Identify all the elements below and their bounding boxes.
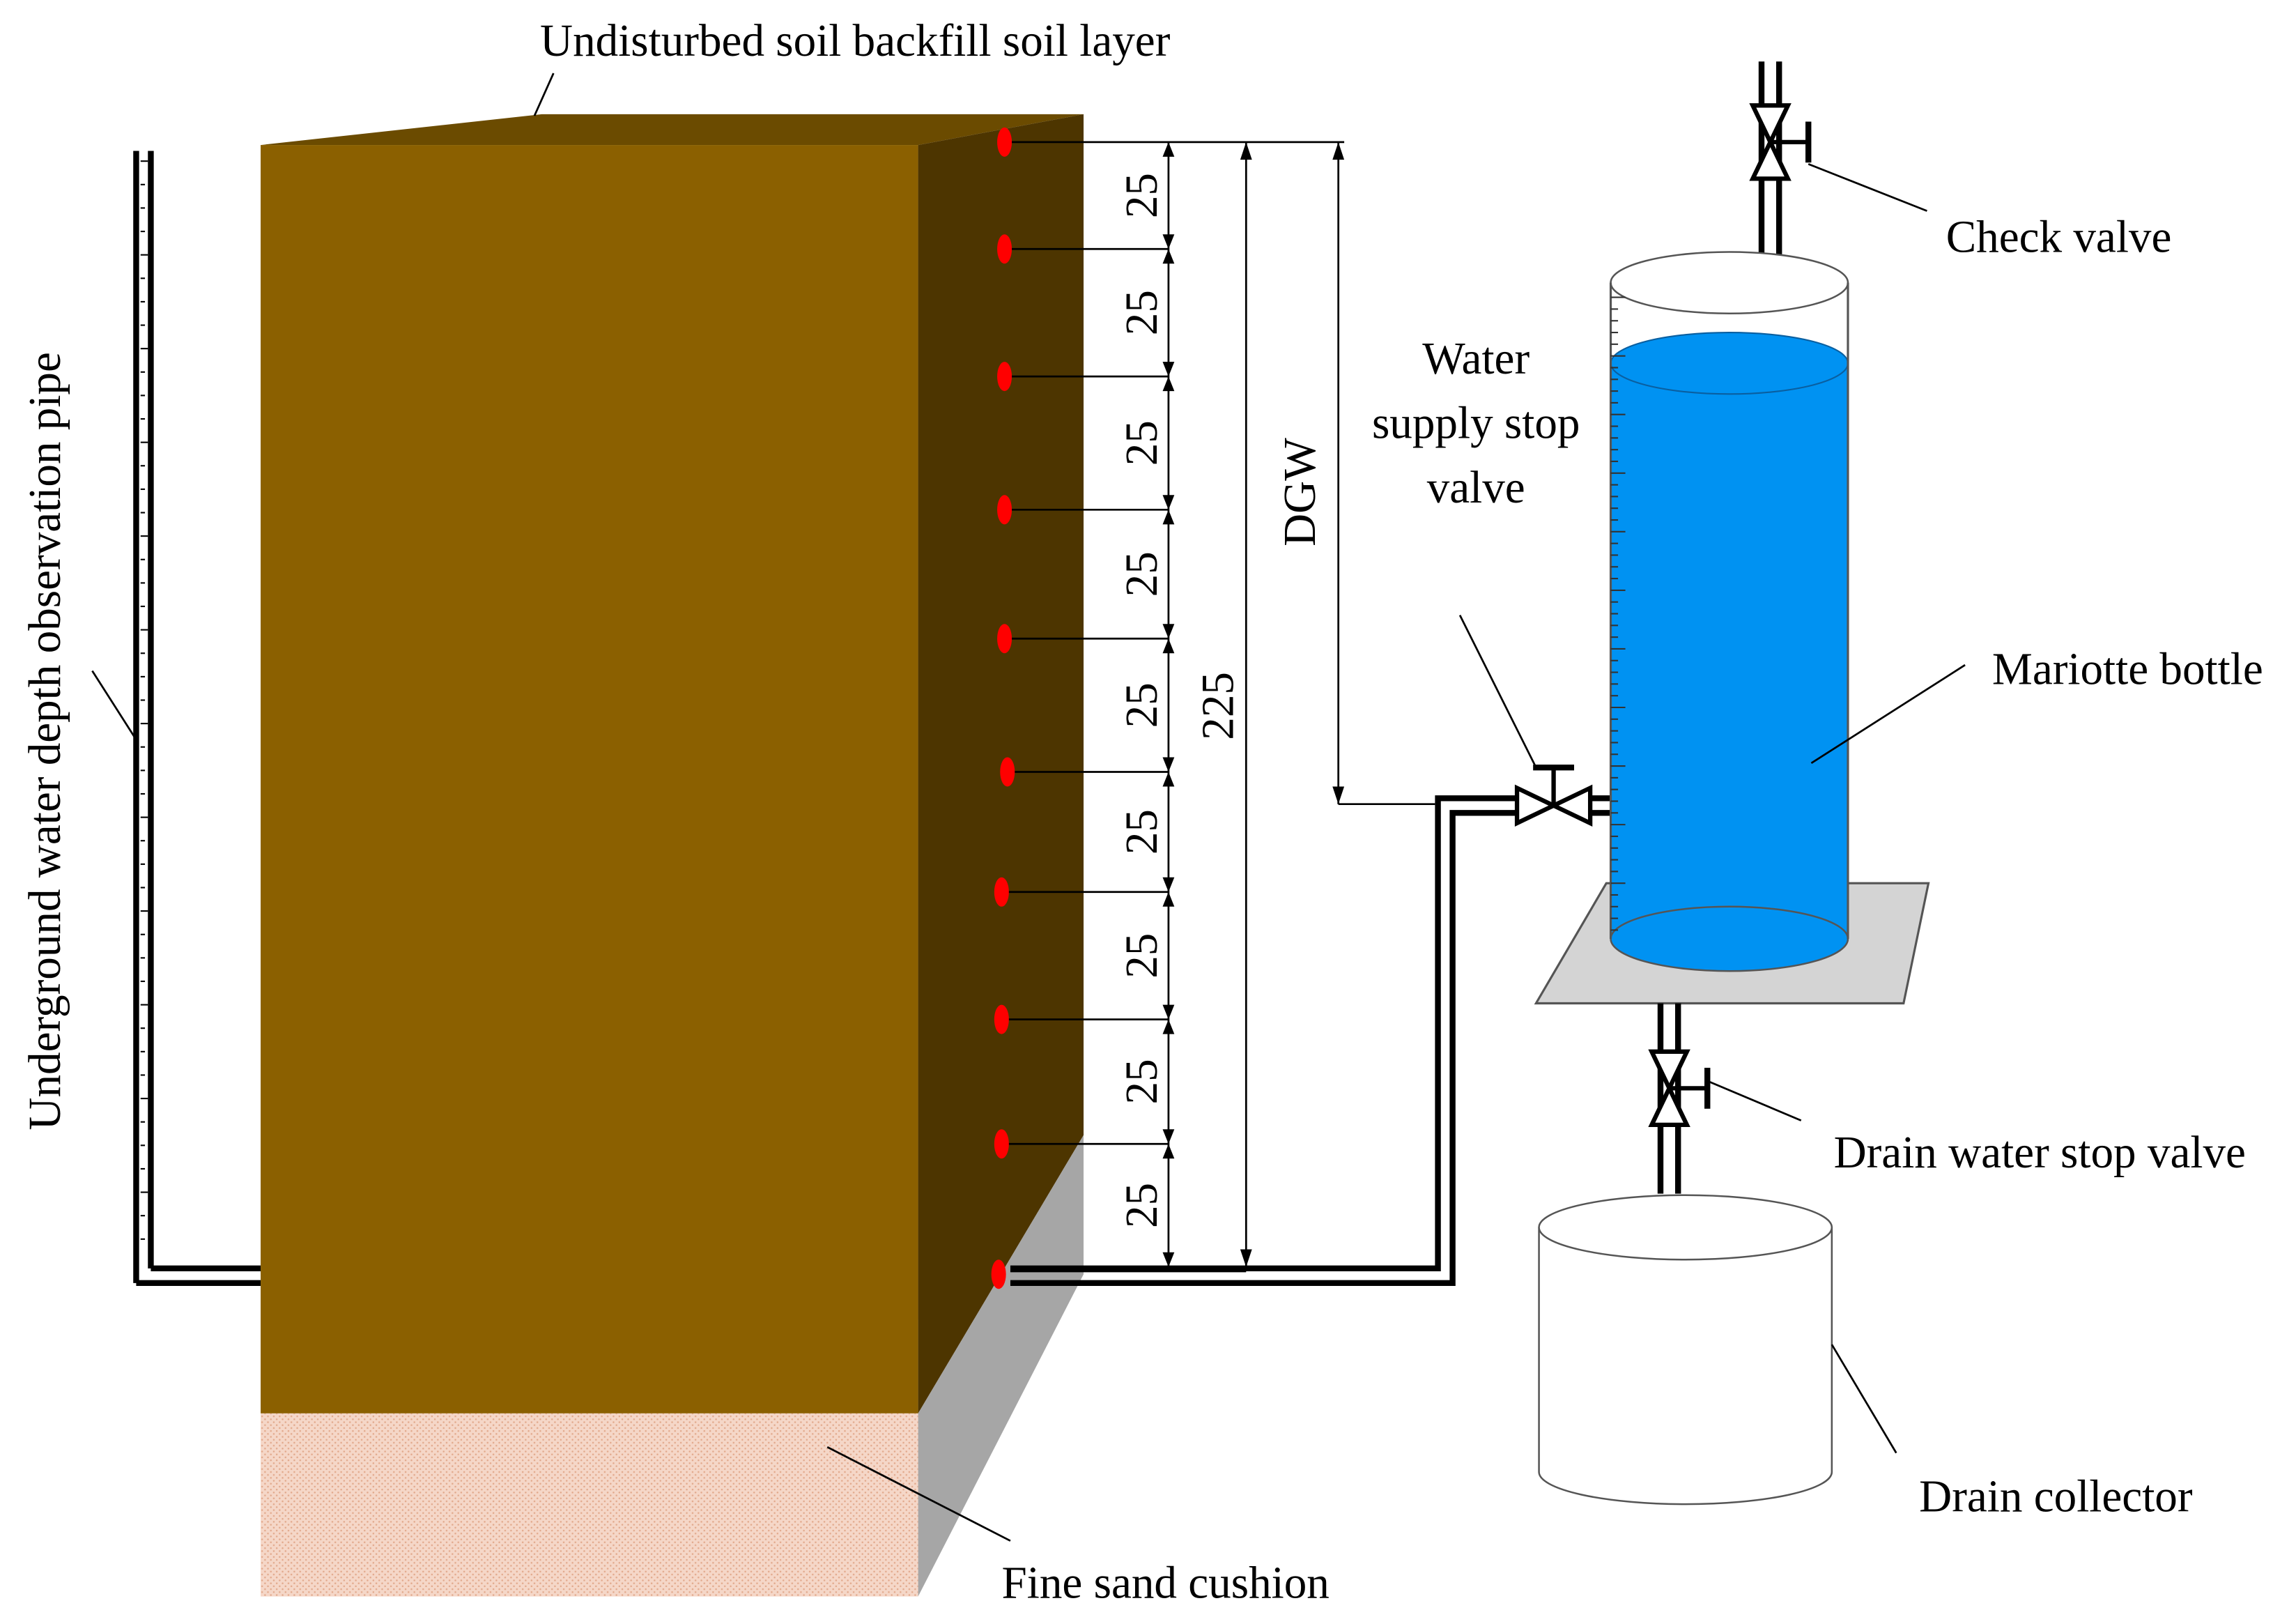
- sand-side-face: [918, 1135, 1084, 1597]
- dimension-arrow: [1162, 1252, 1175, 1267]
- check-valve: [1749, 103, 1812, 181]
- dimension-arrow: [1162, 141, 1175, 157]
- callout-leaders: [91, 72, 1966, 1542]
- dimension-arrow: [1162, 509, 1175, 525]
- dimension-arrow: [1162, 249, 1175, 264]
- dimension-arrow: [1162, 1144, 1175, 1159]
- label-drain-valve: Drain water stop valve: [1834, 1128, 2246, 1178]
- dimension-lines: [1010, 141, 1435, 1273]
- spacing-label: 25: [1117, 551, 1167, 597]
- spacing-labels: 25 25 25 25 25 25 25 25 25: [1117, 173, 1167, 1228]
- drain-collector: [1538, 1194, 1833, 1505]
- dimension-arrow: [1162, 891, 1175, 907]
- soil-top-face: [261, 114, 1084, 146]
- sensor-point: [994, 877, 1009, 907]
- bottle-scale-ticks: [1610, 296, 1626, 931]
- label-observation-pipe: Underground water depth observation pipe: [20, 352, 70, 1130]
- dimension-arrow: [1162, 1129, 1175, 1144]
- spacing-label: 25: [1117, 420, 1167, 466]
- spacing-label: 25: [1117, 933, 1167, 979]
- sensor-point: [994, 1129, 1009, 1159]
- label-fine-sand: Fine sand cushion: [1002, 1558, 1330, 1609]
- label-soil-layer: Undisturbed soil backfill soil layer: [540, 16, 1171, 66]
- soil-side-face: [918, 114, 1084, 1413]
- bottle-top-rim: [1610, 251, 1849, 314]
- dimension-arrow: [1162, 772, 1175, 787]
- dimension-arrow: [1162, 638, 1175, 654]
- spacing-label: 25: [1117, 290, 1167, 335]
- dimension-arrow: [1162, 757, 1175, 772]
- dimension-arrow: [1162, 376, 1175, 392]
- dimension-arrow: [1162, 495, 1175, 510]
- sensor-point: [997, 624, 1012, 654]
- spacing-label: 25: [1117, 173, 1167, 218]
- dimension-arrow: [1162, 362, 1175, 377]
- dimension-arrow: [1162, 234, 1175, 250]
- spacing-label: 25: [1117, 682, 1167, 728]
- sensor-leader-lines: [1001, 247, 1169, 1145]
- label-supply-valve-line3: valve: [1427, 463, 1525, 513]
- soil-column: [261, 114, 1084, 1597]
- label-check-valve: Check valve: [1946, 212, 2172, 262]
- soil-front-face: [261, 145, 918, 1413]
- dimension-arrow: [1162, 1004, 1175, 1020]
- supply-pipe: [1010, 795, 1614, 1287]
- dimension-arrow: [1162, 1019, 1175, 1034]
- label-supply-valve-line1: Water: [1422, 334, 1530, 384]
- sensor-point: [1000, 757, 1015, 787]
- dimension-arrow: [1162, 624, 1175, 639]
- sensor-point: [994, 1004, 1009, 1034]
- water-supply-stop-valve: [1514, 764, 1593, 827]
- pipe-scale-ticks: [140, 160, 148, 1240]
- mariotte-bottle: [1534, 251, 1930, 1005]
- observation-pipe: [133, 151, 261, 1287]
- label-drain-collector: Drain collector: [1919, 1472, 2193, 1522]
- spacing-label: 25: [1117, 809, 1167, 855]
- label-mariotte-bottle: Mariotte bottle: [1992, 644, 2263, 694]
- label-dgw: DGW: [1275, 438, 1325, 546]
- sensor-point: [997, 362, 1012, 392]
- sensor-point: [991, 1259, 1006, 1289]
- sand-cushion: [261, 1413, 918, 1597]
- spacing-label: 25: [1117, 1059, 1167, 1104]
- drain-pipe: [1657, 1003, 1681, 1194]
- sensor-point: [997, 495, 1012, 525]
- label-supply-valve-line2: supply stop: [1372, 398, 1580, 448]
- bottle-water: [1610, 363, 1848, 940]
- dimension-arrow: [1162, 877, 1175, 892]
- sensor-points: [991, 127, 1015, 1289]
- bottle-bottom: [1610, 905, 1849, 972]
- spacing-label: 25: [1117, 1183, 1167, 1228]
- sensor-point: [997, 127, 1012, 157]
- drain-water-stop-valve: [1648, 1049, 1711, 1128]
- sensor-point: [997, 234, 1012, 264]
- label-total-depth: 225: [1193, 672, 1243, 740]
- bottle-water-surface: [1610, 331, 1849, 395]
